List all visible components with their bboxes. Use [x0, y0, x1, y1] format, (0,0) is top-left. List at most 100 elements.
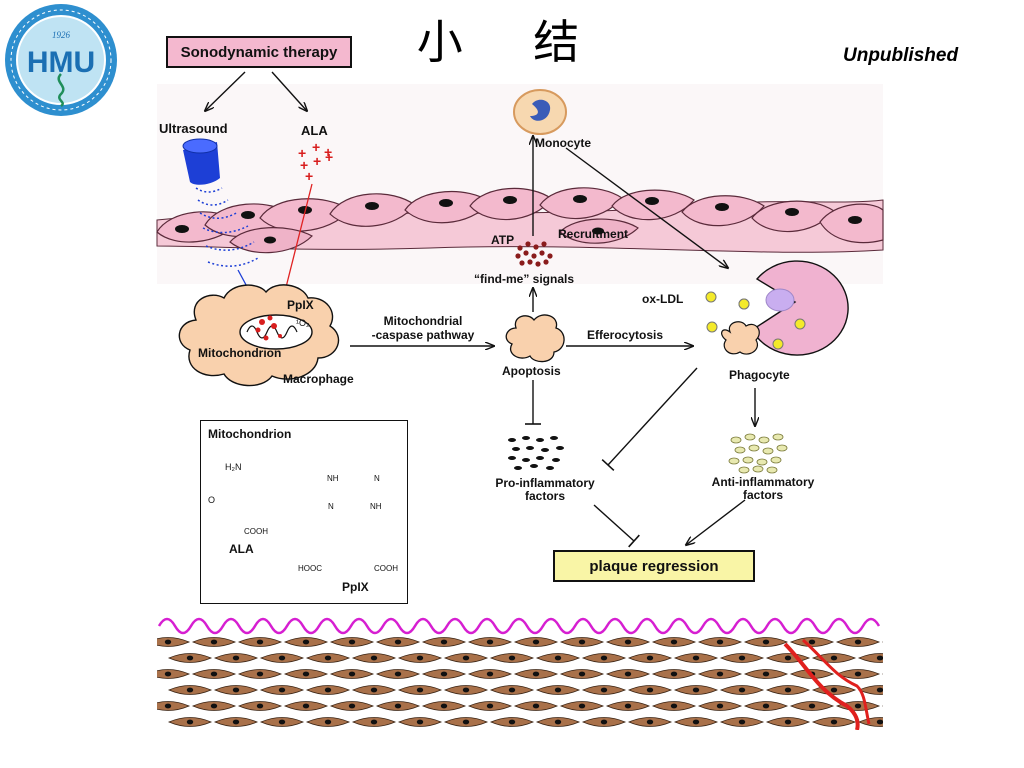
cell-nucleus [738, 719, 746, 725]
cell-nucleus [186, 655, 194, 661]
cell-nucleus [416, 719, 424, 725]
pro-inflammatory-label-line1: Pro-inflammatory [495, 476, 595, 490]
cell-nucleus [302, 703, 310, 709]
cell-nucleus [554, 719, 562, 725]
cell-nucleus [854, 703, 862, 709]
cell-nucleus [670, 671, 678, 677]
cell-nucleus [600, 655, 608, 661]
cell-nucleus [394, 671, 402, 677]
logo-year: 1926 [52, 30, 71, 40]
cell-nucleus [830, 655, 838, 661]
cell-nucleus [164, 639, 172, 645]
cell-nucleus [324, 719, 332, 725]
university-logo: HMU 1926 [5, 4, 117, 116]
singlet-oxygen-label: ¹O₂ [296, 318, 310, 328]
chem-ppix-cooh-label: COOH [374, 564, 398, 573]
cell-nucleus [624, 671, 632, 677]
cell-nucleus [416, 687, 424, 693]
cell-nucleus [716, 671, 724, 677]
slide-title: 小 结 [416, 15, 608, 69]
cell-nucleus [762, 639, 770, 645]
cell-nucleus [670, 639, 678, 645]
svg-text:+: + [325, 149, 333, 165]
cell-nucleus [876, 687, 883, 693]
phagocyte-label: Phagocyte [729, 368, 790, 382]
cell-nucleus [508, 719, 516, 725]
chem-ppix-label: PpIX [342, 580, 369, 594]
cell-nucleus [692, 655, 700, 661]
ala-molecules-icon: +++ +++ + [298, 139, 333, 184]
cell-nucleus [348, 703, 356, 709]
arterial-tissue-illustration [157, 606, 883, 730]
plaque-crack-line-2 [801, 638, 871, 725]
cell-nucleus [876, 655, 883, 661]
chem-nh-label-1: NH [327, 474, 339, 483]
sonodynamic-therapy-box: Sonodynamic therapy [166, 36, 352, 68]
pro-inflammatory-label-line2: factors [524, 489, 565, 503]
cell-nucleus [578, 639, 586, 645]
cell-nucleus [348, 671, 356, 677]
anti-inflammatory-label-line2: factors [742, 488, 783, 502]
cell-nucleus [210, 639, 218, 645]
cell-nucleus [462, 687, 470, 693]
cell-nucleus [370, 687, 378, 693]
cell-nucleus [256, 639, 264, 645]
cell-nucleus [578, 703, 586, 709]
cell-nucleus [762, 671, 770, 677]
cell-nucleus [186, 719, 194, 725]
cell-nucleus [600, 687, 608, 693]
efferocytosis-label: Efferocytosis [587, 328, 664, 342]
macrophage-label: Macrophage [283, 372, 354, 386]
svg-text:+: + [305, 168, 313, 184]
cell-nucleus [348, 639, 356, 645]
cell-nucleus [462, 719, 470, 725]
endothelial-layer [156, 187, 884, 254]
cell-nucleus [210, 671, 218, 677]
cell-nucleus [324, 687, 332, 693]
cell-nucleus [440, 671, 448, 677]
cell-nucleus [646, 655, 654, 661]
cell-nucleus [508, 655, 516, 661]
cell-nucleus [256, 703, 264, 709]
cell-nucleus [508, 687, 516, 693]
anti-inflammatory-factors-icon [728, 433, 788, 474]
svg-text:+: + [324, 144, 332, 160]
cell-nucleus [716, 703, 724, 709]
cell-nucleus [278, 687, 286, 693]
chemical-structure-box [200, 420, 408, 604]
cell-nucleus [646, 719, 654, 725]
smooth-muscle-cell [857, 685, 883, 695]
cell-nucleus [486, 639, 494, 645]
cell-nucleus [670, 703, 678, 709]
cell-nucleus [486, 671, 494, 677]
find-me-signals-label: “find-me” signals [474, 272, 575, 286]
cell-nucleus [646, 687, 654, 693]
chem-h2n-label: H₂N [225, 462, 242, 472]
ultrasound-label: Ultrasound [159, 121, 228, 136]
cell-nucleus [302, 639, 310, 645]
cell-nucleus [462, 655, 470, 661]
phagocyte-cell [751, 260, 849, 356]
cell-nucleus [532, 639, 540, 645]
cell-nucleus [232, 687, 240, 693]
internal-elastic-lamina [157, 617, 881, 635]
cell-nucleus [532, 703, 540, 709]
cell-nucleus [232, 655, 240, 661]
cell-nucleus [808, 639, 816, 645]
chem-ala-label: ALA [229, 542, 254, 556]
pathway-label-line1: Mitochondrial [383, 314, 463, 328]
ppix-label: PpIX [287, 298, 314, 312]
unpublished-tag: Unpublished [843, 45, 959, 66]
plaque-crack-line-1 [783, 642, 860, 730]
ultrasound-transducer-icon [182, 138, 220, 185]
cell-nucleus [692, 687, 700, 693]
smooth-muscle-cell [157, 669, 191, 679]
cell-nucleus [302, 671, 310, 677]
cell-nucleus [532, 671, 540, 677]
cell-nucleus [324, 655, 332, 661]
cell-nucleus [440, 639, 448, 645]
plaque-regression-box: plaque regression [553, 550, 755, 582]
cell-nucleus [876, 719, 883, 725]
cell-nucleus [716, 639, 724, 645]
svg-text:+: + [312, 139, 320, 155]
